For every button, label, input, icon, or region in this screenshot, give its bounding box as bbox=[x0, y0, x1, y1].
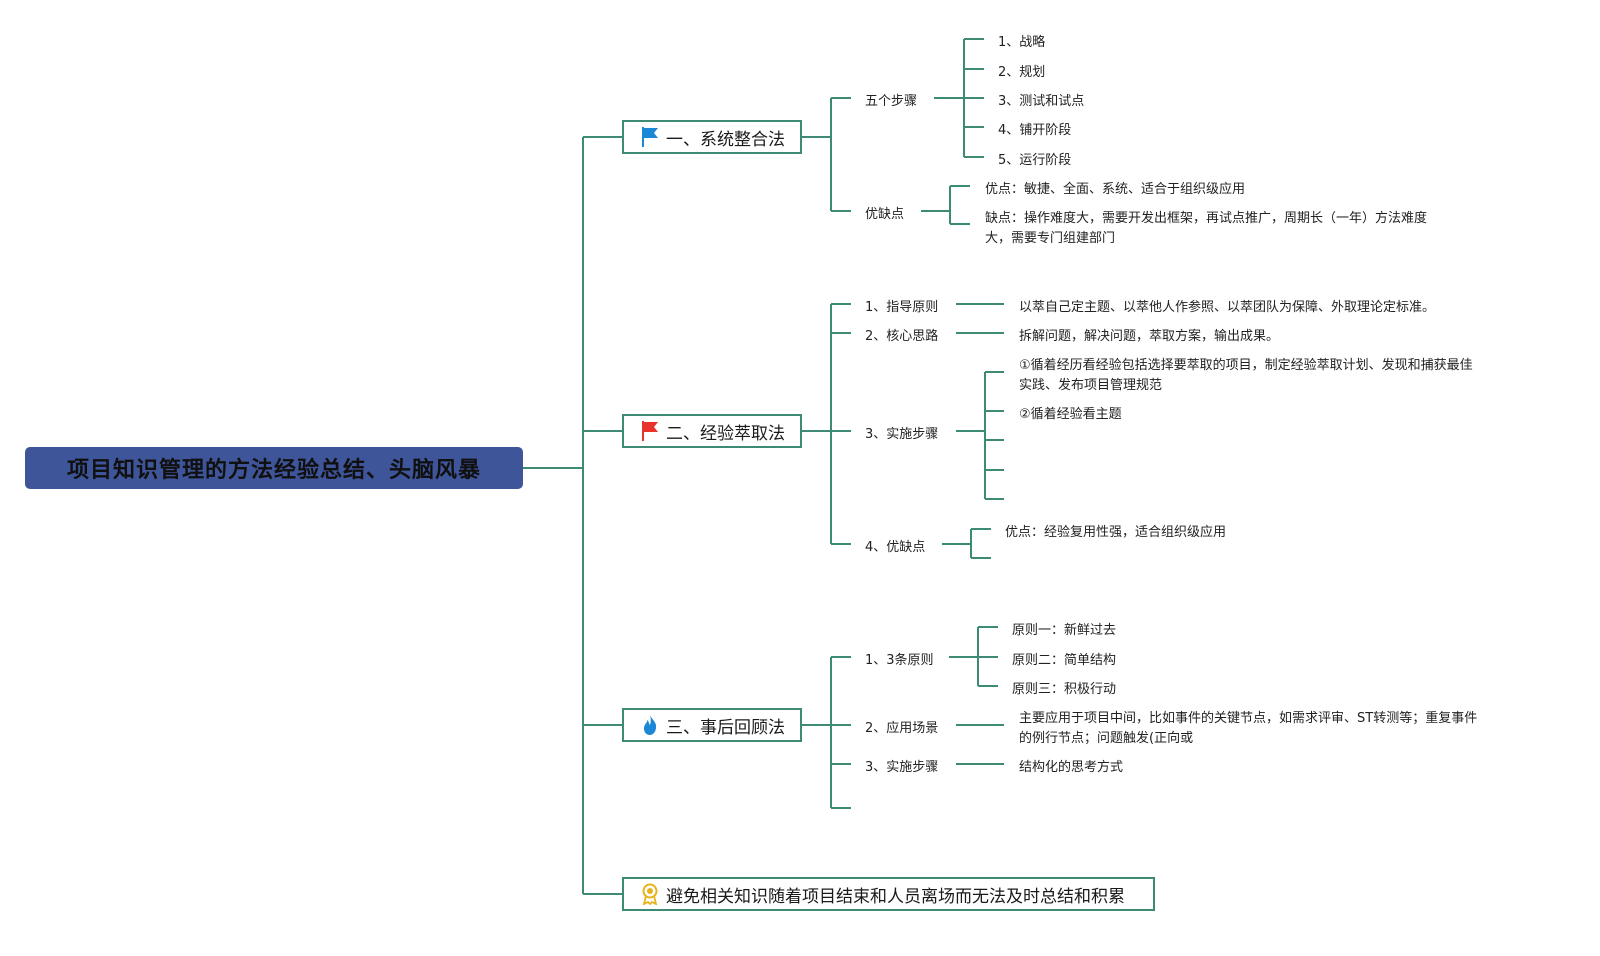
step-item[interactable]: 4、铺开阶段 bbox=[998, 123, 1072, 138]
node-three-principles[interactable]: 1、3条原则 bbox=[865, 653, 934, 668]
node-implementation-steps[interactable]: 3、实施步骤 bbox=[865, 427, 939, 442]
pros-text[interactable]: 优点：经验复用性强，适合组织级应用 bbox=[1005, 525, 1227, 540]
step-item[interactable]: 5、运行阶段 bbox=[998, 153, 1072, 168]
root-node[interactable]: 项目知识管理的方法经验总结、头脑风暴 bbox=[25, 447, 523, 489]
step-item[interactable]: 3、测试和试点 bbox=[998, 94, 1085, 109]
branch-title: 避免相关知识随着项目结束和人员离场而无法及时总结和积累 bbox=[666, 886, 1125, 907]
node-implementation-steps[interactable]: 3、实施步骤 bbox=[865, 760, 939, 775]
scenario-text-line-2[interactable]: 的例行节点；问题触发(正向或 bbox=[1019, 731, 1194, 746]
flame-icon bbox=[640, 714, 660, 736]
root-title: 项目知识管理的方法经验总结、头脑风暴 bbox=[66, 458, 481, 483]
node-application-scenario[interactable]: 2、应用场景 bbox=[865, 721, 939, 736]
branch-title: 三、事后回顾法 bbox=[666, 717, 785, 738]
branch-system-integration[interactable]: 一、系统整合法 bbox=[622, 120, 802, 154]
principle-item[interactable]: 原则一：新鲜过去 bbox=[1012, 623, 1117, 638]
node-five-steps[interactable]: 五个步骤 bbox=[865, 94, 918, 109]
branch-after-action-review[interactable]: 三、事后回顾法 bbox=[622, 708, 802, 742]
award-ribbon-icon bbox=[640, 883, 660, 905]
node-pros-cons[interactable]: 4、优缺点 bbox=[865, 540, 926, 555]
blue-flag-icon bbox=[640, 126, 660, 148]
step-item[interactable]: 1、战略 bbox=[998, 35, 1046, 50]
principle-item[interactable]: 原则二：简单结构 bbox=[1012, 653, 1117, 668]
scenario-text-line-1[interactable]: 主要应用于项目中间，比如事件的关键节点，如需求评审、ST转测等；重复事件 bbox=[1019, 711, 1478, 726]
red-flag-icon bbox=[640, 420, 660, 442]
principle-item[interactable]: 原则三：积极行动 bbox=[1012, 682, 1117, 697]
branch-title: 二、经验萃取法 bbox=[666, 423, 785, 444]
cons-text-line-1[interactable]: 缺点：操作难度大，需要开发出框架，再试点推广，周期长（一年）方法难度 bbox=[985, 211, 1428, 226]
cons-text-line-2[interactable]: 大，需要专门组建部门 bbox=[985, 231, 1116, 246]
implementation-steps-text[interactable]: 结构化的思考方式 bbox=[1019, 760, 1124, 775]
step-item[interactable]: 2、规划 bbox=[998, 65, 1046, 80]
pros-text[interactable]: 优点：敏捷、全面、系统、适合于组织级应用 bbox=[985, 182, 1246, 197]
branch-experience-extraction[interactable]: 二、经验萃取法 bbox=[622, 414, 802, 448]
node-pros-cons[interactable]: 优缺点 bbox=[865, 207, 905, 222]
step-one-line-1[interactable]: ①循着经历看经验包括选择要萃取的项目，制定经验萃取计划、发现和捕获最佳 bbox=[1019, 358, 1473, 373]
node-core-idea[interactable]: 2、核心思路 bbox=[865, 329, 939, 344]
step-two-text[interactable]: ②循着经验看主题 bbox=[1019, 407, 1122, 422]
node-guiding-principle[interactable]: 1、指导原则 bbox=[865, 300, 939, 315]
branch-knowledge-loss-note[interactable]: 避免相关知识随着项目结束和人员离场而无法及时总结和积累 bbox=[622, 877, 1155, 911]
guiding-principle-text[interactable]: 以萃自己定主题、以萃他人作参照、以萃团队为保障、外取理论定标准。 bbox=[1019, 300, 1436, 315]
step-one-line-2[interactable]: 实践、发布项目管理规范 bbox=[1019, 378, 1163, 393]
core-idea-text[interactable]: 拆解问题，解决问题，萃取方案，输出成果。 bbox=[1019, 329, 1280, 344]
branch-title: 一、系统整合法 bbox=[666, 129, 785, 150]
